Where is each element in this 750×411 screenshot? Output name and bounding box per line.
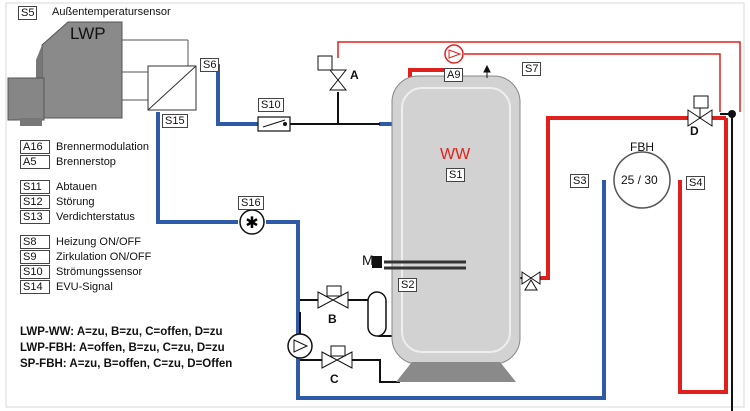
valve-b-label: B — [328, 312, 337, 326]
sensor-tag-s2: S2 — [398, 278, 418, 292]
pump-tag-a9: A9 — [444, 68, 464, 82]
valve-d-label: D — [690, 124, 699, 138]
legend-code: S11 — [20, 180, 50, 194]
storage-tank — [372, 75, 521, 382]
cold-pipes — [156, 64, 606, 400]
sensor-tag-s3: S3 — [570, 174, 590, 188]
legend-item: S9 Zirkulation ON/OFF — [20, 250, 151, 264]
circulation-pump-a9 — [444, 44, 464, 64]
heat-pump-unit — [7, 21, 189, 126]
legend-text: Abtauen — [56, 181, 97, 193]
fbh-value: 25 / 30 — [621, 173, 658, 187]
legend-text: Störung — [56, 196, 95, 208]
sensor-tag-s6: S6 — [200, 58, 220, 72]
legend-item: S11 Abtauen — [20, 180, 97, 194]
legend-text: Brennerstop — [56, 156, 116, 168]
legend-text: Verdichterstatus — [56, 211, 135, 223]
legend-text: EVU-Signal — [56, 281, 113, 293]
three-way-valve — [521, 271, 541, 291]
valve-c-label: C — [330, 372, 339, 386]
heater-m-label: M — [362, 252, 374, 268]
hot-pipes — [408, 68, 728, 394]
mode-line: SP-FBH: A=zu, B=offen, C=zu, D=Offen — [20, 358, 233, 370]
legend-code: S14 — [20, 280, 50, 294]
legend-code: S10 — [20, 265, 50, 279]
legend-code: S9 — [20, 250, 50, 264]
legend-text: Brennermodulation — [56, 141, 149, 153]
heat-exchanger — [147, 65, 197, 111]
legend-code: A5 — [20, 155, 50, 169]
legend-item: S12 Störung — [20, 195, 95, 209]
legend-item: S10 Strömungssensor — [20, 265, 142, 279]
sensor-tag-s15: S15 — [162, 114, 188, 128]
outdoor-sensor-label: Außentemperatursensor — [52, 6, 171, 18]
supply-thin-red — [337, 41, 741, 112]
legend-text: Zirkulation ON/OFF — [56, 251, 152, 263]
legend-text: Strömungssensor — [56, 266, 143, 278]
legend-item: A16 Brennermodulation — [20, 140, 149, 154]
valve-a-symbol — [317, 55, 348, 91]
legend-code: S8 — [20, 235, 50, 249]
s16-flow-meter: ✱ — [239, 209, 265, 235]
valve-c-symbol — [321, 345, 353, 369]
junction-node — [728, 110, 736, 118]
legend-item: S14 EVU-Signal — [20, 280, 113, 294]
ww-label: WW — [440, 146, 471, 163]
legend-code: S13 — [20, 210, 50, 224]
svg-text:✱: ✱ — [245, 213, 258, 232]
legend-item: S13 Verdichterstatus — [20, 210, 135, 224]
expansion-vessel — [367, 291, 387, 337]
lwp-label: LWP — [70, 24, 106, 43]
valve-b-symbol — [317, 285, 349, 309]
valve-d-symbol — [687, 95, 713, 127]
sensor-tag-s7: S7 — [522, 62, 542, 76]
sensor-tag-s4: S4 — [686, 176, 706, 190]
mode-line: LWP-FBH: A=offen, B=zu, C=zu, D=zu — [20, 342, 225, 354]
fbh-circle — [613, 151, 671, 209]
fbh-label: FBH — [630, 140, 654, 154]
legend-code: S12 — [20, 195, 50, 209]
valve-a-label: A — [350, 68, 359, 82]
legend-item: A5 Brennerstop — [20, 155, 116, 169]
sensor-tag-s5: S5 — [18, 6, 38, 20]
sensor-tag-s10: S10 — [258, 98, 284, 112]
mode-line: LWP-WW: A=zu, B=zu, C=offen, D=zu — [20, 326, 223, 338]
sensor-tag-s16: S16 — [238, 196, 264, 210]
legend-code: A16 — [20, 140, 50, 154]
main-pump — [287, 333, 313, 359]
sensor-tag-s1: S1 — [446, 168, 466, 182]
legend-text: Heizung ON/OFF — [56, 236, 141, 248]
legend-item: S8 Heizung ON/OFF — [20, 235, 141, 249]
